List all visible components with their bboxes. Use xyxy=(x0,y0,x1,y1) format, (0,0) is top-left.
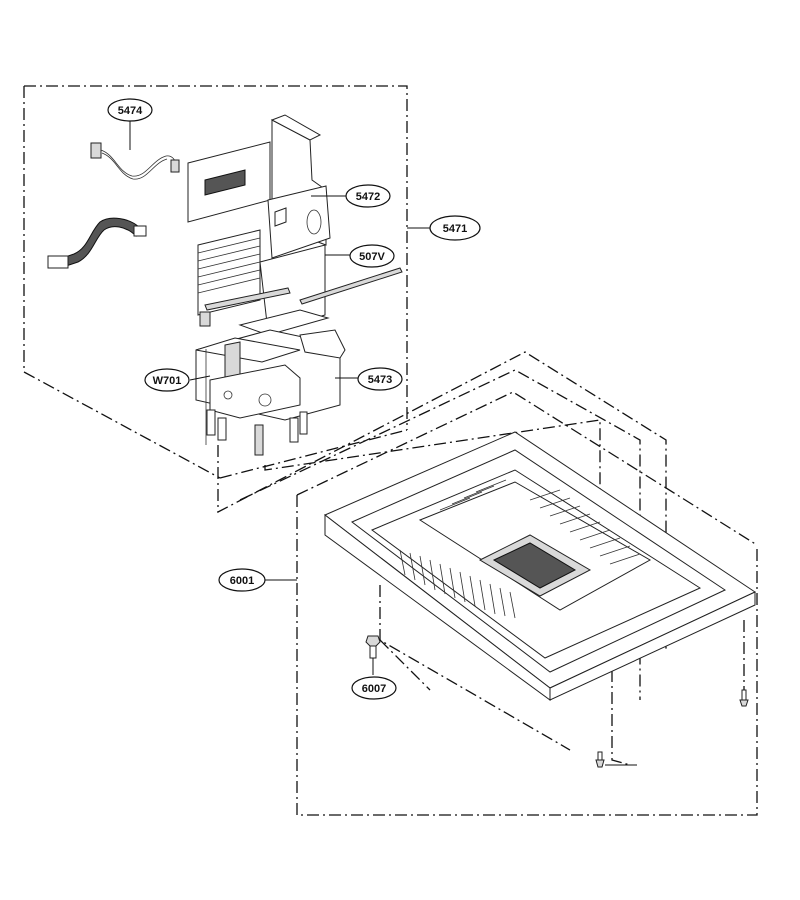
inverter-bracket-5473 xyxy=(195,329,346,456)
callout-w701-label: W701 xyxy=(153,375,182,387)
screw-6007 xyxy=(365,635,381,659)
leader-lines xyxy=(129,121,430,675)
callout-5473-label: 5473 xyxy=(368,374,392,386)
assembly-6001-boundary xyxy=(296,391,758,816)
heatsink-module-507v xyxy=(197,229,403,336)
callout-5474: 5474 xyxy=(107,98,153,122)
callout-6001: 6001 xyxy=(218,568,266,592)
wire-harness-5474 xyxy=(90,142,180,180)
callout-6007: 6007 xyxy=(351,676,397,700)
callout-5473: 5473 xyxy=(357,367,403,391)
callout-6001-label: 6001 xyxy=(230,575,254,587)
screw-right xyxy=(739,689,749,707)
callout-507v: 507V xyxy=(349,244,395,268)
callout-w701: W701 xyxy=(144,368,190,392)
callout-507v-label: 507V xyxy=(359,251,385,263)
callout-5472-label: 5472 xyxy=(356,191,380,203)
callout-5471: 5471 xyxy=(429,215,481,241)
callout-5474-label: 5474 xyxy=(118,105,143,117)
base-plate-6001 xyxy=(324,431,757,701)
callout-6007-label: 6007 xyxy=(362,683,386,695)
assembly-5471-boundary xyxy=(23,85,408,479)
flat-cable xyxy=(47,217,147,269)
base-plate-louvers xyxy=(399,479,641,619)
screw-bottom xyxy=(595,751,637,768)
inverter-shield-5472 xyxy=(187,114,331,259)
callout-5471-label: 5471 xyxy=(443,223,467,235)
callout-5472: 5472 xyxy=(345,184,391,208)
